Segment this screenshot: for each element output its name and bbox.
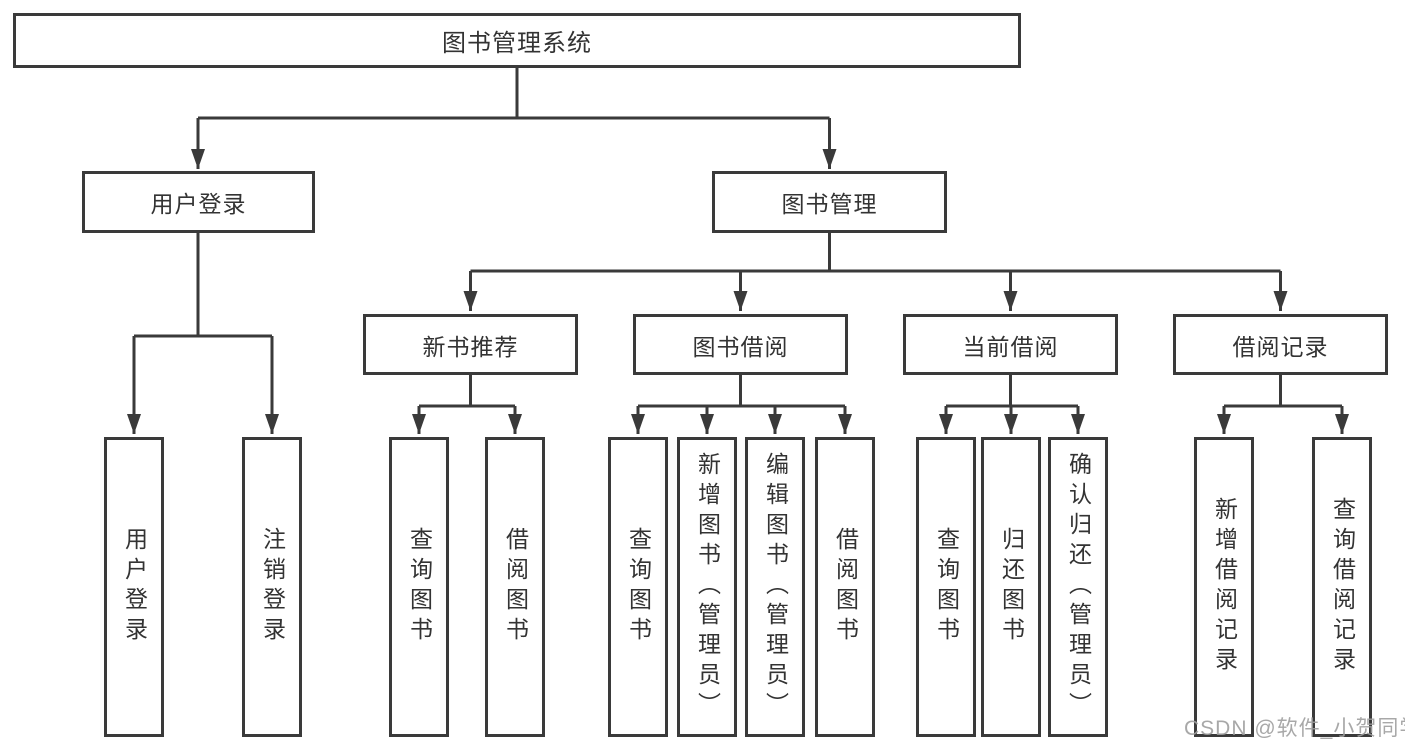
leaf-bb-edit-books-admin-label: 编辑图书（管理员） bbox=[762, 452, 789, 722]
leaf-br-add-record: 新增借阅记录 bbox=[1194, 437, 1254, 737]
node-book-management: 图书管理 bbox=[712, 171, 947, 233]
connector-book-management bbox=[470, 233, 1281, 273]
node-current-borrow-label: 当前借阅 bbox=[962, 333, 1059, 360]
leaf-bb-borrow-books: 借阅图书 bbox=[815, 437, 875, 737]
connector-current-borrow bbox=[946, 375, 1078, 408]
leaf-cb-confirm-return-admin-label: 确认归还（管理员） bbox=[1065, 452, 1092, 722]
leaf-bb-query-books-label: 查询图书 bbox=[625, 527, 652, 647]
leaf-nbr-borrow-books-label: 借阅图书 bbox=[502, 527, 529, 647]
node-book-management-label: 图书管理 bbox=[781, 191, 878, 217]
node-new-book-recommend: 新书推荐 bbox=[363, 314, 578, 375]
leaf-bb-borrow-books-label: 借阅图书 bbox=[832, 527, 859, 647]
leaf-nbr-query-books: 查询图书 bbox=[389, 437, 449, 737]
node-root-label: 图书管理系统 bbox=[442, 30, 592, 57]
leaf-logout-label: 注销登录 bbox=[259, 527, 286, 647]
leaf-user-login: 用户登录 bbox=[104, 437, 164, 737]
leaf-bb-add-books-admin: 新增图书（管理员） bbox=[677, 437, 737, 737]
leaf-br-add-record-label: 新增借阅记录 bbox=[1211, 497, 1238, 677]
node-user-login-label: 用户登录 bbox=[150, 191, 247, 217]
node-root: 图书管理系统 bbox=[13, 13, 1021, 68]
connector-borrow-records bbox=[1224, 375, 1342, 408]
leaf-cb-confirm-return-admin: 确认归还（管理员） bbox=[1048, 437, 1108, 737]
connector-new-book-recommend bbox=[419, 375, 515, 408]
node-new-book-recommend-label: 新书推荐 bbox=[422, 333, 519, 360]
leaf-nbr-borrow-books: 借阅图书 bbox=[485, 437, 545, 737]
node-user-login: 用户登录 bbox=[82, 171, 315, 233]
node-current-borrow: 当前借阅 bbox=[903, 314, 1118, 375]
node-book-borrow: 图书借阅 bbox=[633, 314, 848, 375]
leaf-bb-query-books: 查询图书 bbox=[608, 437, 668, 737]
leaf-user-login-label: 用户登录 bbox=[121, 527, 148, 647]
leaf-nbr-query-books-label: 查询图书 bbox=[406, 527, 433, 647]
node-book-borrow-label: 图书借阅 bbox=[692, 333, 789, 360]
connector-user-login bbox=[134, 233, 272, 338]
leaf-cb-return-books: 归还图书 bbox=[981, 437, 1041, 737]
leaf-logout: 注销登录 bbox=[242, 437, 302, 737]
leaf-cb-return-books-label: 归还图书 bbox=[998, 527, 1025, 647]
leaf-cb-query-books-label: 查询图书 bbox=[933, 527, 960, 647]
leaf-br-query-record: 查询借阅记录 bbox=[1312, 437, 1372, 737]
leaf-cb-query-books: 查询图书 bbox=[916, 437, 976, 737]
node-borrow-records: 借阅记录 bbox=[1173, 314, 1388, 375]
watermark-text: CSDN @软件_小贺同学 bbox=[1184, 717, 1405, 740]
node-borrow-records-label: 借阅记录 bbox=[1232, 333, 1329, 360]
connector-book-borrow bbox=[638, 375, 845, 408]
leaf-bb-add-books-admin-label: 新增图书（管理员） bbox=[694, 452, 721, 722]
leaf-bb-edit-books-admin: 编辑图书（管理员） bbox=[745, 437, 805, 737]
connector-root bbox=[198, 68, 830, 120]
leaf-br-query-record-label: 查询借阅记录 bbox=[1329, 497, 1356, 677]
